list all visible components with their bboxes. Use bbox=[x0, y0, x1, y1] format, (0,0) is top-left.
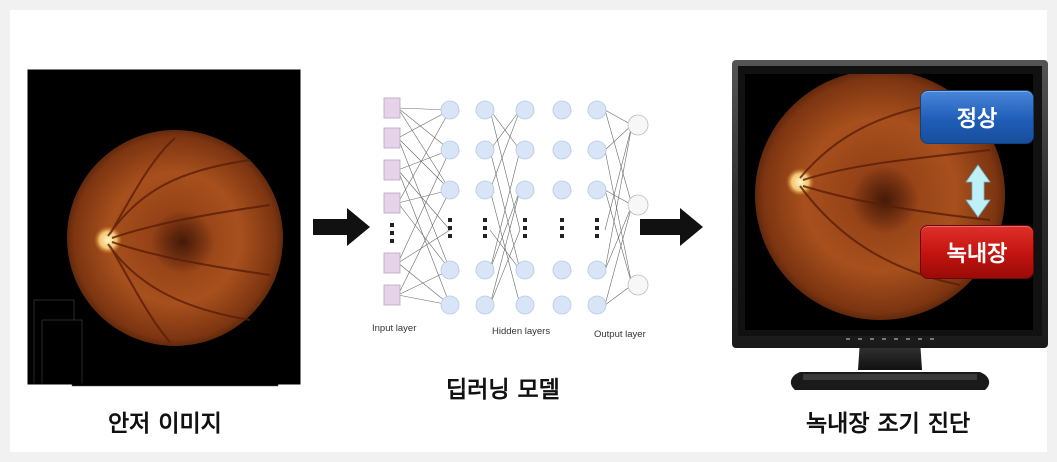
input-layer-label: Input layer bbox=[372, 323, 417, 334]
glaucoma-diagnosis-caption: 녹내장 조기 진단 bbox=[806, 411, 971, 437]
neural-network bbox=[383, 97, 649, 315]
normal-label: 정상 bbox=[956, 107, 998, 132]
arrow-right-icon bbox=[313, 208, 370, 246]
glaucoma-result-badge: 녹내장 bbox=[920, 225, 1034, 279]
glaucoma-label: 녹내장 bbox=[946, 242, 1008, 267]
normal-result-badge: 정상 bbox=[920, 90, 1034, 144]
fundus-image-stack bbox=[27, 69, 301, 387]
output-layer-label: Output layer bbox=[594, 329, 646, 340]
deep-learning-model-caption: 딥러닝 모델 bbox=[446, 377, 560, 403]
arrow-right-icon bbox=[640, 208, 703, 246]
fundus-image-caption: 안저 이미지 bbox=[108, 411, 222, 437]
hidden-layers-label: Hidden layers bbox=[492, 326, 551, 337]
double-arrow-icon bbox=[965, 164, 991, 218]
